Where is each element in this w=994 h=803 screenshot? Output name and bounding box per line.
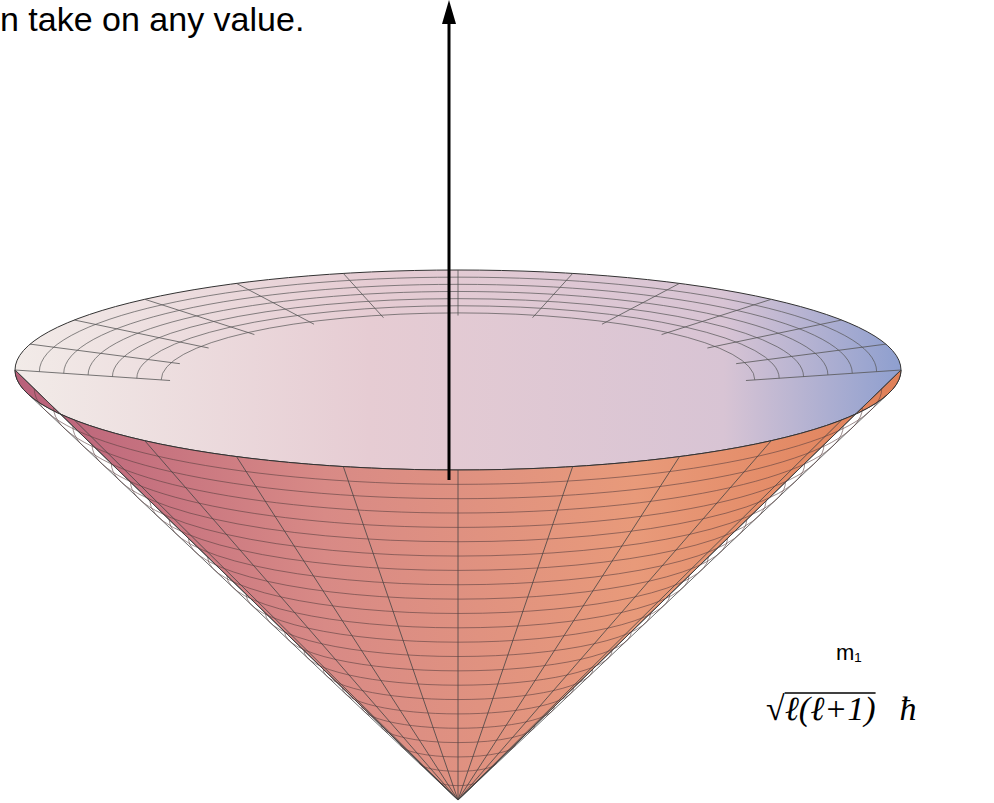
mesh-line	[458, 396, 886, 800]
mesh-ring	[381, 725, 535, 742]
body-mesh	[15, 370, 901, 800]
magnitude-label: √ℓ(ℓ+1)	[766, 690, 876, 728]
mesh-ring	[362, 707, 555, 729]
mesh-ring	[265, 613, 650, 656]
mesh-line	[458, 370, 901, 800]
caption-text: n take on any value.	[0, 0, 304, 39]
interior-mesh	[15, 270, 901, 381]
mesh-line	[458, 470, 459, 800]
mesh-line	[458, 457, 680, 800]
mesh-line	[662, 299, 772, 334]
hbar-symbol: ħ	[900, 690, 917, 728]
mesh-line	[74, 320, 208, 348]
mesh-line	[30, 344, 180, 364]
mesh-ring	[227, 576, 689, 628]
mesh-ring	[285, 632, 632, 671]
mesh-ring	[188, 538, 727, 599]
mesh-ring	[342, 688, 573, 714]
mesh-ring	[323, 669, 593, 699]
mesh-ring	[169, 520, 747, 585]
mesh-line	[707, 320, 841, 348]
mesh-ring	[246, 594, 670, 642]
mesh-line	[343, 467, 458, 800]
mesh-line	[458, 441, 771, 800]
vector-arrow	[448, 22, 451, 480]
mesh-ring	[88, 291, 828, 374]
mesh-line	[237, 457, 459, 800]
cone-body	[15, 370, 901, 800]
mesh-line	[74, 420, 458, 800]
mesh-line	[736, 344, 886, 364]
mesh-ring	[64, 284, 853, 373]
mesh-line	[15, 370, 458, 800]
mesh-line	[30, 396, 458, 800]
mesh-ring	[439, 781, 478, 785]
mesh-ring	[400, 744, 516, 757]
mesh-ring	[34, 389, 881, 485]
mesh-ring	[131, 482, 786, 556]
mesh-ring	[111, 463, 804, 541]
mesh-line	[458, 467, 573, 800]
mesh-line	[458, 420, 842, 800]
mesh-ring	[112, 299, 803, 377]
mesh-ring	[208, 557, 709, 614]
mesh-ring	[137, 306, 779, 379]
mesh-ring	[419, 763, 496, 772]
mesh-ring	[161, 313, 755, 380]
mesh-ring	[150, 501, 766, 571]
mesh-line	[15, 370, 170, 381]
mesh-line	[145, 299, 255, 334]
mesh-ring	[92, 445, 824, 528]
mesh-ring	[304, 650, 612, 685]
mesh-ring	[73, 426, 843, 513]
axis-label: m₁	[836, 640, 862, 666]
mesh-line	[746, 370, 901, 381]
mesh-line	[145, 441, 458, 800]
arrow-head	[442, 0, 456, 24]
cone-interior	[15, 270, 901, 470]
